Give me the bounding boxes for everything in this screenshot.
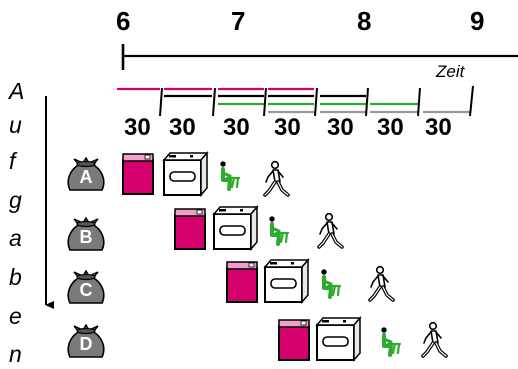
hour-label-8: 8 <box>357 6 372 36</box>
time-axis <box>121 44 518 70</box>
side-letter-7: e <box>9 303 22 329</box>
duration-label-1: 30 <box>124 114 151 141</box>
walking-person-icon <box>263 159 290 197</box>
side-letter-1: A <box>9 78 25 104</box>
load-label-c: C <box>80 280 93 300</box>
duration-label-2: 30 <box>169 114 196 141</box>
hour-label-7: 7 <box>231 6 246 36</box>
load-label-a: A <box>80 167 93 187</box>
side-letter-4: g <box>9 187 22 213</box>
load-label-b: B <box>80 227 93 247</box>
dryer-icon <box>264 259 309 303</box>
dryer-icon <box>163 152 208 196</box>
washer-icon <box>122 153 154 195</box>
washer-icon <box>226 261 258 303</box>
duration-label-7: 30 <box>425 114 452 141</box>
side-letter-5: a <box>9 225 22 251</box>
dryer-icon <box>213 206 258 250</box>
duration-label-5: 30 <box>327 114 354 141</box>
folding-person-icon <box>218 159 241 191</box>
side-letter-8: n <box>9 341 22 367</box>
folding-person-icon <box>267 214 290 246</box>
duration-label-6: 30 <box>377 114 404 141</box>
side-letter-2: u <box>9 112 22 138</box>
hour-label-9: 9 <box>470 6 485 36</box>
washer-icon <box>174 208 206 250</box>
duration-label-3: 30 <box>223 114 250 141</box>
side-letter-6: b <box>9 264 22 290</box>
hour-label-6: 6 <box>116 6 131 36</box>
walking-person-icon <box>317 211 344 249</box>
side-letter-3: f <box>9 148 16 174</box>
duration-label-4: 30 <box>274 114 301 141</box>
load-label-d: D <box>80 334 93 354</box>
folding-person-icon <box>379 325 402 357</box>
stage-timeline <box>117 85 474 117</box>
washer-icon <box>278 319 310 361</box>
walking-person-icon <box>421 320 448 358</box>
time-unit-label: Zeit <box>436 62 465 81</box>
dryer-icon <box>316 317 361 361</box>
walking-person-icon <box>368 264 395 302</box>
folding-person-icon <box>319 267 342 299</box>
